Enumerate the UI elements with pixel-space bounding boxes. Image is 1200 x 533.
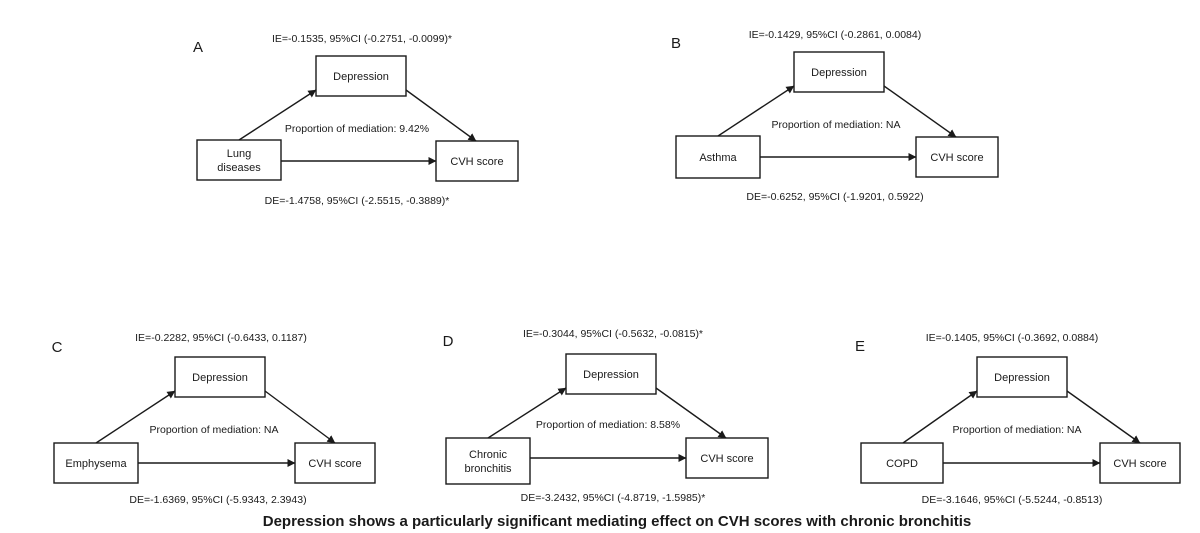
exposure-to-mediator-arrow	[238, 89, 317, 141]
direct-effect-label: DE=-3.1646, 95%CI (-5.5244, -0.8513)	[922, 494, 1103, 506]
mediator-box	[976, 356, 1068, 398]
panel-letter: A	[193, 39, 203, 56]
mediator-to-outcome-arrow	[883, 85, 957, 138]
proportion-of-mediation: Proportion of mediation: 9.42%	[285, 123, 429, 135]
panel-letter: C	[52, 339, 63, 356]
direct-effect-label: DE=-0.6252, 95%CI (-1.9201, 0.5922)	[746, 191, 923, 203]
exposure-label: Asthma	[699, 152, 737, 164]
direct-effect-label: DE=-1.4758, 95%CI (-2.5515, -0.3889)*	[265, 195, 450, 207]
exposure-label-line-1: Chronic	[469, 449, 507, 461]
mediator-box	[793, 51, 885, 93]
exposure-label: COPD	[886, 458, 918, 470]
indirect-effect-label: IE=-0.1429, 95%CI (-0.2861, 0.0084)	[749, 29, 922, 41]
exposure-box	[445, 437, 531, 485]
outcome-box	[915, 136, 999, 178]
exposure-box	[860, 442, 944, 484]
panel-letter: D	[443, 333, 454, 350]
mediator-box	[315, 55, 407, 97]
mediator-box	[174, 356, 266, 398]
mediator-to-outcome-arrow	[405, 89, 477, 142]
mediator-box	[565, 353, 657, 395]
direct-effect-label: DE=-1.6369, 95%CI (-5.9343, 2.3943)	[129, 494, 306, 506]
mediator-to-outcome-arrow	[655, 387, 727, 439]
mediation-panel-a: A IE=-0.1535, 95%CI (-0.2751, -0.0099)* Lu…	[193, 33, 519, 207]
indirect-effect-label: IE=-0.1405, 95%CI (-0.3692, 0.0884)	[926, 332, 1099, 344]
exposure-to-mediator-arrow	[902, 390, 978, 444]
proportion-of-mediation: Proportion of mediation: NA	[150, 424, 279, 436]
panel-letter: E	[855, 338, 865, 355]
exposure-box	[675, 135, 761, 179]
exposure-to-mediator-arrow	[487, 387, 567, 439]
panel-letter: B	[671, 35, 681, 52]
exposure-label-line-2: bronchitis	[464, 463, 512, 475]
mediation-panel-c: C IE=-0.2282, 95%CI (-0.6433, 0.1187) Emph…	[52, 332, 376, 506]
mediator-label: Depression	[583, 369, 639, 381]
outcome-box	[294, 442, 376, 484]
exposure-to-mediator-arrow	[95, 390, 176, 444]
outcome-box	[1099, 442, 1181, 484]
outcome-label: CVH score	[930, 152, 983, 164]
exposure-to-mediator-arrow	[717, 85, 795, 137]
mediator-to-outcome-arrow	[1066, 390, 1141, 444]
mediator-label: Depression	[811, 67, 867, 79]
mediation-panel-e: E IE=-0.1405, 95%CI (-0.3692, 0.0884) COPD…	[855, 332, 1181, 506]
outcome-box	[435, 140, 519, 182]
mediator-label: Depression	[192, 372, 248, 384]
direct-effect-label: DE=-3.2432, 95%CI (-4.8719, -1.5985)*	[521, 492, 706, 504]
indirect-effect-label: IE=-0.3044, 95%CI (-0.5632, -0.0815)*	[523, 328, 703, 340]
outcome-label: CVH score	[1113, 458, 1166, 470]
exposure-label-line-2: diseases	[217, 162, 261, 174]
exposure-box	[196, 139, 282, 181]
mediator-to-outcome-arrow	[264, 390, 336, 444]
mediator-label: Depression	[333, 71, 389, 83]
indirect-effect-label: IE=-0.1535, 95%CI (-0.2751, -0.0099)*	[272, 33, 452, 45]
exposure-label-line-1: Lung	[227, 148, 251, 160]
indirect-effect-label: IE=-0.2282, 95%CI (-0.6433, 0.1187)	[135, 332, 307, 344]
mediator-label: Depression	[994, 372, 1050, 384]
outcome-label: CVH score	[450, 156, 503, 168]
panels-layer: A IE=-0.1535, 95%CI (-0.2751, -0.0099)* Lu…	[52, 29, 1181, 506]
proportion-of-mediation: Proportion of mediation: 8.58%	[536, 419, 680, 431]
outcome-box	[685, 437, 769, 479]
proportion-of-mediation: Proportion of mediation: NA	[953, 424, 1082, 436]
proportion-of-mediation: Proportion of mediation: NA	[772, 119, 901, 131]
outcome-label: CVH score	[308, 458, 361, 470]
mediation-panel-b: B IE=-0.1429, 95%CI (-0.2861, 0.0084) Asth…	[671, 29, 999, 203]
mediation-panel-d: D IE=-0.3044, 95%CI (-0.5632, -0.0815)* Ch…	[443, 328, 769, 504]
outcome-label: CVH score	[700, 453, 753, 465]
exposure-box	[53, 442, 139, 484]
figure-caption: Depression shows a particularly signific…	[263, 513, 972, 530]
exposure-label: Emphysema	[65, 458, 127, 470]
